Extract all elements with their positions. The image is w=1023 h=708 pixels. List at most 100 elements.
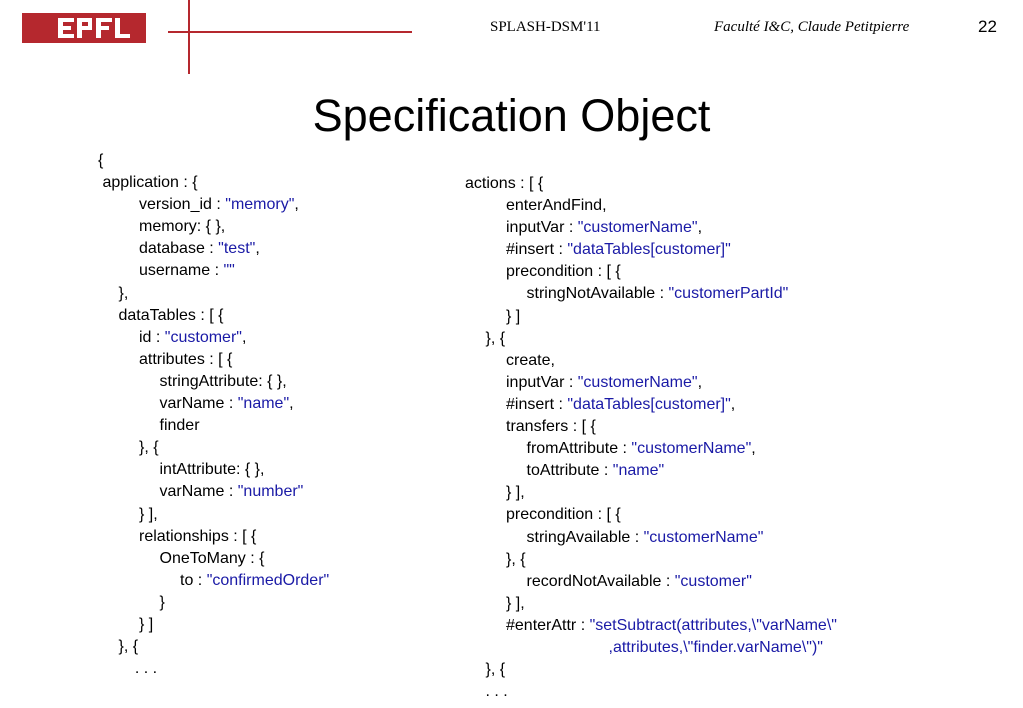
code-text: #insert : bbox=[506, 395, 568, 413]
code-line: attributes : [ { bbox=[98, 349, 329, 371]
code-text: username : bbox=[139, 262, 224, 280]
code-text: { bbox=[98, 152, 104, 169]
code-line: precondition : [ { bbox=[465, 504, 837, 526]
code-text: application : { bbox=[98, 174, 198, 192]
code-string-literal: "name" bbox=[612, 462, 665, 480]
code-text: finder bbox=[159, 417, 200, 435]
code-line: ,attributes,\"finder.varName\")" bbox=[465, 637, 837, 659]
page-number: 22 bbox=[978, 17, 997, 36]
code-line: transfers : [ { bbox=[465, 416, 837, 438]
code-string-literal: "customerName" bbox=[643, 528, 764, 546]
code-line: }, bbox=[98, 283, 329, 305]
code-string-literal: "confirmedOrder" bbox=[206, 571, 330, 589]
code-line: enterAndFind, bbox=[465, 195, 837, 217]
code-string-literal: ,attributes,\"finder.varName\")" bbox=[608, 638, 823, 656]
code-text: }, { bbox=[485, 661, 506, 679]
code-line: create, bbox=[465, 350, 837, 372]
code-text: toAttribute : bbox=[526, 462, 613, 480]
code-punctuation: , bbox=[697, 373, 703, 391]
code-text: fromAttribute : bbox=[526, 440, 632, 458]
code-text: database : bbox=[139, 240, 219, 258]
code-punctuation: , bbox=[241, 328, 247, 346]
code-line: } ], bbox=[98, 504, 329, 526]
code-text: to : bbox=[180, 571, 207, 589]
code-line: } ] bbox=[465, 306, 837, 328]
code-line: database : "test", bbox=[98, 238, 329, 260]
code-line: finder bbox=[98, 415, 329, 437]
code-text: stringNotAvailable : bbox=[526, 285, 669, 303]
code-text: } ] bbox=[139, 615, 154, 633]
code-text: precondition : [ { bbox=[506, 506, 621, 524]
code-text: OneToMany : { bbox=[159, 549, 265, 567]
code-text: actions : [ { bbox=[465, 175, 544, 192]
code-line: id : "customer", bbox=[98, 327, 329, 349]
code-text: version_id : bbox=[139, 196, 226, 214]
code-line: version_id : "memory", bbox=[98, 194, 329, 216]
code-line: to : "confirmedOrder" bbox=[98, 570, 329, 592]
code-line: . . . bbox=[98, 658, 329, 680]
code-line: }, { bbox=[465, 659, 837, 681]
code-punctuation: , bbox=[289, 395, 294, 413]
slide-title: Specification Object bbox=[312, 90, 711, 141]
code-line: stringAttribute: { }, bbox=[98, 371, 329, 393]
code-line: . . . bbox=[465, 681, 837, 703]
code-text: } ], bbox=[506, 594, 525, 612]
code-text: }, bbox=[118, 284, 129, 302]
code-block-left: { application : { version_id : "memory", m… bbox=[98, 150, 329, 680]
code-string-literal: "number" bbox=[237, 483, 304, 501]
code-string-literal: "customerName" bbox=[577, 219, 698, 237]
code-text: varName : bbox=[159, 395, 238, 413]
code-punctuation: , bbox=[697, 219, 703, 237]
code-text: }, { bbox=[485, 329, 506, 347]
code-text: } ], bbox=[506, 484, 525, 502]
author-label: Faculté I&C, Claude Petitpierre bbox=[714, 19, 910, 35]
code-text: stringAttribute: { }, bbox=[159, 372, 287, 390]
code-string-literal: "customer" bbox=[674, 572, 752, 590]
code-punctuation: , bbox=[255, 240, 260, 258]
code-text: } ] bbox=[506, 307, 521, 325]
code-text: }, { bbox=[139, 439, 159, 457]
code-text: recordNotAvailable : bbox=[526, 572, 675, 590]
code-line: }, { bbox=[465, 549, 837, 571]
code-line: } bbox=[98, 592, 329, 614]
code-text: #insert : bbox=[506, 241, 568, 259]
code-line: inputVar : "customerName", bbox=[465, 217, 837, 239]
code-line: }, { bbox=[98, 636, 329, 658]
code-text: inputVar : bbox=[506, 373, 578, 391]
header-vertical-rule bbox=[188, 0, 190, 74]
code-punctuation: , bbox=[730, 395, 736, 413]
code-text: enterAndFind, bbox=[506, 197, 607, 215]
code-text: dataTables : [ { bbox=[118, 306, 224, 324]
code-string-literal: "customerName" bbox=[577, 373, 698, 391]
code-line: #insert : "dataTables[customer]" bbox=[465, 239, 837, 261]
code-line: inputVar : "customerName", bbox=[465, 372, 837, 394]
code-text: } bbox=[159, 593, 165, 611]
code-line: stringNotAvailable : "customerPartId" bbox=[465, 283, 837, 305]
code-line: toAttribute : "name" bbox=[465, 460, 837, 482]
code-string-literal: "dataTables[customer]" bbox=[567, 395, 731, 413]
code-line: } ], bbox=[465, 482, 837, 504]
code-line: application : { bbox=[98, 172, 329, 194]
code-text: memory: { }, bbox=[139, 218, 226, 236]
code-string-literal: "setSubtract(attributes,\"varName\" bbox=[589, 616, 837, 634]
code-line: intAttribute: { }, bbox=[98, 459, 329, 481]
code-line: actions : [ { bbox=[465, 173, 837, 195]
code-text: attributes : [ { bbox=[139, 350, 233, 368]
code-line: { bbox=[98, 150, 329, 172]
code-line: } ], bbox=[465, 593, 837, 615]
code-line: username : "" bbox=[98, 260, 329, 282]
code-text: . . . bbox=[134, 660, 158, 678]
code-string-literal: "customerPartId" bbox=[668, 285, 789, 303]
code-line: #enterAttr : "setSubtract(attributes,\"v… bbox=[465, 615, 837, 637]
code-text: transfers : [ { bbox=[506, 418, 596, 436]
code-line: }, { bbox=[465, 328, 837, 350]
code-string-literal: "customerName" bbox=[631, 440, 752, 458]
code-line: OneToMany : { bbox=[98, 548, 329, 570]
code-line: varName : "name", bbox=[98, 393, 329, 415]
code-line: }, { bbox=[98, 437, 329, 459]
code-line: varName : "number" bbox=[98, 481, 329, 503]
code-line: fromAttribute : "customerName", bbox=[465, 438, 837, 460]
code-line: memory: { }, bbox=[98, 216, 329, 238]
epfl-logo bbox=[22, 13, 146, 43]
code-line: } ] bbox=[98, 614, 329, 636]
